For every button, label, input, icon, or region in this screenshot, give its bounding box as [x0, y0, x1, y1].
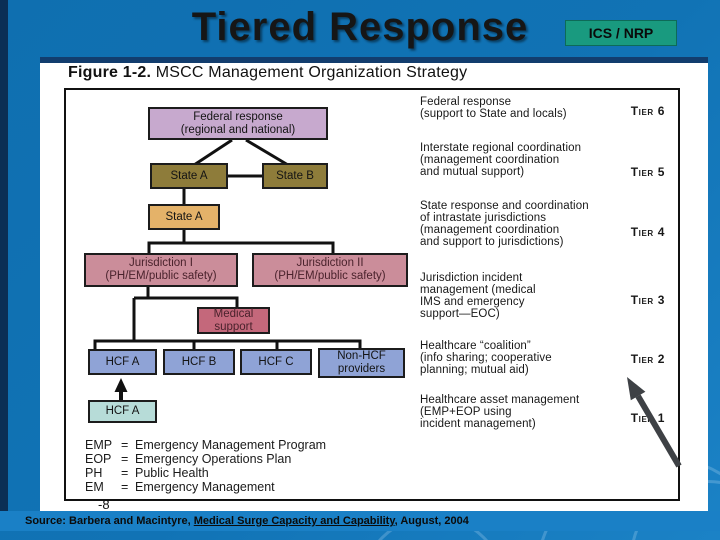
legend-row: EM = Emergency Management [85, 480, 326, 494]
tier3-label: Tier 3 [630, 293, 665, 307]
legend-equals: = [121, 466, 129, 480]
org-box-hcf-c: HCF C [240, 349, 312, 375]
legend-full: Emergency Management Program [135, 438, 327, 452]
tier6-label: Tier 6 [630, 104, 665, 118]
page-title: Tiered Response [191, 5, 529, 49]
org-box-medical-support: Medical support [197, 307, 270, 334]
legend-full: Emergency Operations Plan [135, 452, 292, 466]
legend-full: Emergency Management [135, 480, 275, 494]
source-suffix: , August, 2004 [394, 515, 469, 527]
org-box-jurisdiction-2: Jurisdiction II (PH/EM/public safety) [252, 253, 408, 287]
figure-border-box [64, 88, 680, 501]
legend-abbr: EM [85, 480, 104, 494]
source-citation: Source: Barbera and Macintyre, Medical S… [25, 515, 469, 527]
tier1-description: Healthcare asset management (EMP+EOP usi… [420, 394, 580, 430]
source-prefix: Source: Barbera and Macintyre, [25, 515, 194, 527]
tier2-description: Healthcare “coalition” (info sharing; co… [420, 340, 552, 376]
tier5-label: Tier 5 [630, 165, 665, 179]
legend-abbr: PH [85, 466, 103, 480]
abbreviation-legend: EMP = Emergency Management Program EOP =… [85, 438, 326, 494]
tier5-description: Interstate regional coordination (manage… [420, 142, 582, 178]
legend-row: EMP = Emergency Management Program [85, 438, 326, 452]
page-number: -8 [98, 497, 110, 512]
ics-nrp-badge: ICS / NRP [565, 20, 677, 46]
figure-caption-number: Figure 1-2. [68, 64, 152, 81]
legend-abbr: EOP [85, 452, 112, 466]
legend-row: PH = Public Health [85, 466, 326, 480]
legend-equals: = [121, 480, 129, 494]
legend-full: Public Health [135, 466, 209, 480]
legend-equals: = [121, 452, 129, 466]
org-box-federal-response: Federal response (regional and national) [148, 107, 328, 140]
org-box-state-b-tier5: State B [262, 163, 328, 189]
figure-caption-text: MSCC Management Organization Strategy [151, 64, 468, 81]
tier4-description: State response and coordination of intra… [420, 200, 589, 248]
org-box-hcf-b: HCF B [163, 349, 235, 375]
left-edge-strip [0, 0, 8, 512]
legend-abbr: EMP [85, 438, 113, 452]
tier6-description: Federal response (support to State and l… [420, 96, 567, 120]
org-box-jurisdiction-1: Jurisdiction I (PH/EM/public safety) [84, 253, 238, 287]
org-box-state-a-tier4: State A [148, 204, 220, 230]
tier1-label: Tier 1 [630, 411, 665, 425]
org-box-hcf-a-asset: HCF A [88, 400, 157, 423]
org-box-state-a-tier5: State A [150, 163, 228, 189]
tier4-label: Tier 4 [630, 225, 665, 239]
tier3-description: Jurisdiction incident management (medica… [420, 272, 536, 320]
org-box-hcf-a: HCF A [88, 349, 157, 375]
legend-equals: = [121, 438, 129, 452]
legend-row: EOP = Emergency Operations Plan [85, 452, 326, 466]
tier2-label: Tier 2 [630, 352, 665, 366]
org-box-non-hcf-providers: Non-HCF providers [318, 348, 405, 378]
figure-caption: Figure 1-2. MSCC Management Organization… [68, 64, 467, 82]
source-book-title: Medical Surge Capacity and Capability [193, 515, 395, 527]
source-band: Source: Barbera and Macintyre, Medical S… [0, 511, 720, 531]
